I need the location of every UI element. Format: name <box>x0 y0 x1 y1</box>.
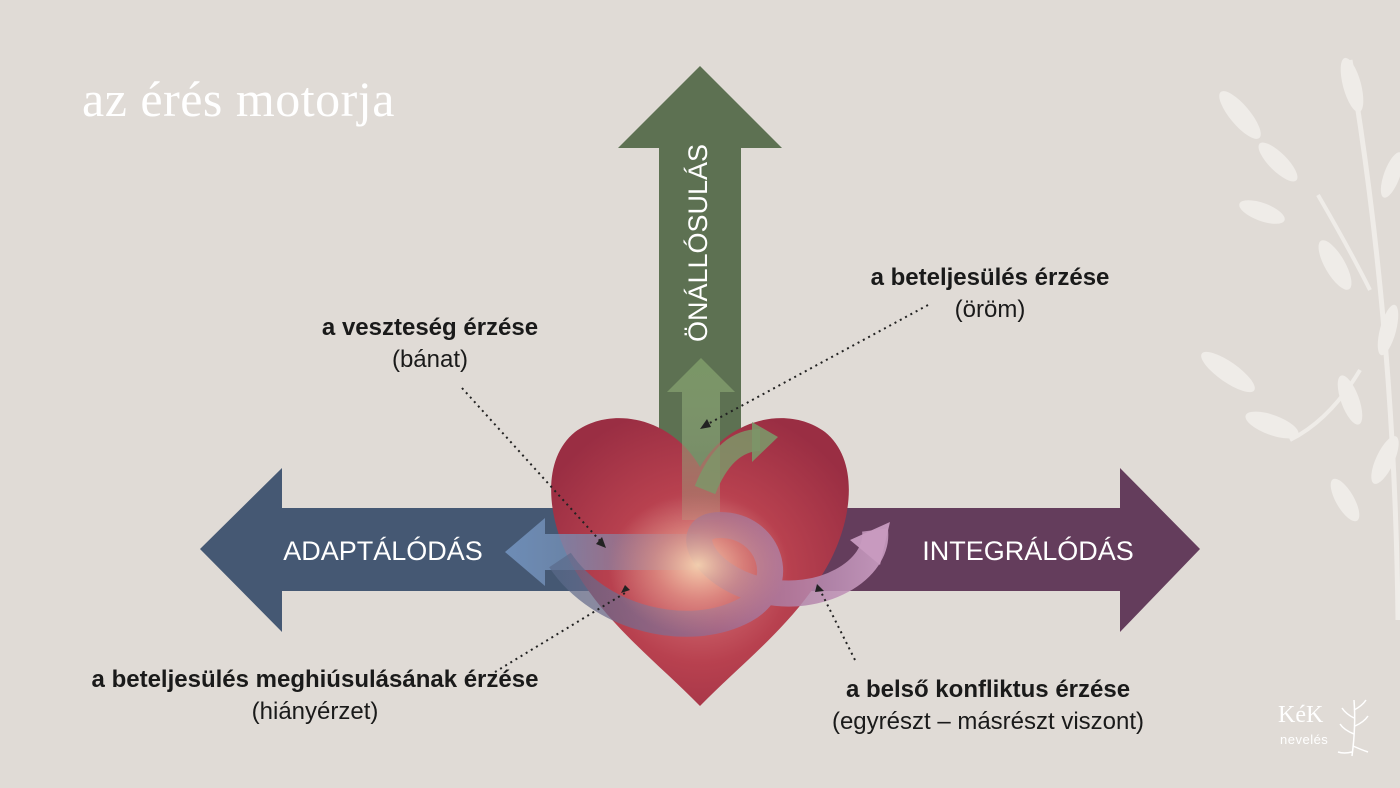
fulfillment-leader <box>705 304 929 426</box>
frustration-annotation: a beteljesülés meghiúsulásának érzése (h… <box>40 664 590 728</box>
loss-heading: a veszteség érzése <box>321 314 539 341</box>
fulfillment-annotation: a beteljesülés érzése (öröm) <box>820 262 1160 326</box>
conflict-leader <box>819 589 856 661</box>
loss-subtext: (bánat) <box>391 346 469 373</box>
frustration-leader <box>494 592 626 673</box>
conflict-subtext: (egyrészt – másrészt viszont) <box>831 708 1145 735</box>
autonomy-label: ÖNÁLLÓSULÁS <box>682 144 713 342</box>
logo-sprig-icon <box>1337 699 1369 757</box>
conflict-annotation: a belső konfliktus érzése (egyrészt – má… <box>788 674 1188 738</box>
frustration-heading: a beteljesülés meghiúsulásának érzése <box>91 666 539 693</box>
kek-logo: KéK nevelés <box>1276 699 1376 766</box>
slide-title: az érés motorja <box>82 71 395 127</box>
loss-leader <box>461 387 603 544</box>
logo-main-text: KéK <box>1278 702 1324 728</box>
adaptation-arrow <box>200 468 640 632</box>
integration-arrow <box>760 468 1200 632</box>
autonomy-arrow <box>618 66 782 530</box>
loss-annotation: a veszteség érzése (bánat) <box>260 312 600 376</box>
integration-label: INTEGRÁLÓDÁS <box>922 535 1134 566</box>
frustration-subtext: (hiányérzet) <box>251 698 379 725</box>
fulfillment-heading: a beteljesülés érzése <box>870 264 1110 291</box>
fulfillment-subtext: (öröm) <box>954 296 1026 323</box>
adaptation-label: ADAPTÁLÓDÁS <box>283 535 483 566</box>
conflict-heading: a belső konfliktus érzése <box>845 676 1131 703</box>
logo-sub-text: nevelés <box>1280 732 1329 747</box>
